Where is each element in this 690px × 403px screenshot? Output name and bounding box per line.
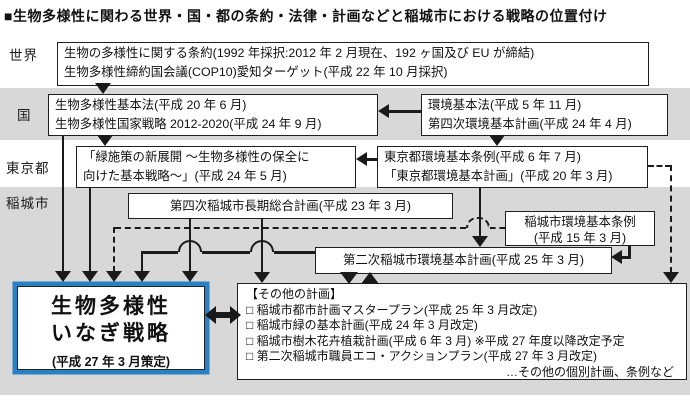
strategy-title-line1: 生物多様性: [51, 295, 171, 318]
inagi-ordinance-line1: 稲城市環境基本条例: [524, 215, 636, 229]
arrow-envplan-to-strategy-icon: [134, 271, 150, 282]
row-label-nation: 国: [17, 108, 32, 123]
line-nation-to-strategy: [61, 136, 64, 272]
arrow-tokyo-to-strategy-icon: [82, 271, 98, 282]
tokyo-green-policy-line1: 「緑施策の新展開 〜生物多様性の保全に: [83, 150, 310, 164]
other-plan-item: □ 稲城市都市計画マスタープラン(平成 25 年 3 月改定): [246, 302, 538, 317]
tokyo-environment-ordinance-box: 東京都環境基本条例(平成 6 年 7 月) 「東京都環境基本計画」(平成 20 …: [377, 146, 648, 188]
arrow-longterm-to-strategy-icon: [182, 271, 198, 282]
line-tokyo-ordinance-to-envplan: [478, 188, 481, 237]
other-plans-heading: 【その他の計画】: [246, 287, 343, 301]
arrow-inagi-ordinance-to-envplan-icon: [611, 250, 622, 264]
arrow-envlaw-to-biolaw-icon: [378, 104, 389, 118]
arrow-envlaw-to-tokyo-ordinance-icon: [489, 135, 505, 146]
other-plans-box: 【その他の計画】 □ 稲城市都市計画マスタープラン(平成 25 年 3 月改定)…: [237, 283, 687, 380]
double-arrow-right-icon: [230, 306, 241, 324]
row-label-tokyo: 東京都: [6, 161, 50, 176]
arrow-otherplans-to-envplan-icon: [361, 272, 379, 284]
other-plan-item: □ 稲城市樹木花卉植栽計画(平成 6 年 3 月) ※平成 27 年度以降改定予…: [246, 333, 625, 348]
diagram-title: ■生物多様性に関わる世界・国・都の条約・法律・計画などと稲城市における戦略の位置…: [4, 8, 608, 24]
line-envplan-down-to-strategy: [140, 251, 143, 272]
line-envplan-to-strategy-seg3: [274, 251, 315, 254]
tokyo-ordinance-line2: 「東京都環境基本計画」(平成 20 年 3 月): [384, 168, 613, 183]
dashed-line-down-to-strategy: [113, 227, 115, 272]
biodiversity-strategy-box: 生物多様性 いなぎ戦略 (平成 27 年 3 月策定): [17, 286, 205, 370]
strategy-date: (平成 27 年 3 月策定): [51, 354, 171, 369]
world-convention-box: 生物の多様性に関する条約(1992 年採択:2012 年 2 月現在、192 ヶ…: [57, 42, 649, 86]
arrow-tokyo-to-otherplans-icon: [663, 272, 679, 283]
dashed-line-tokyo-to-otherplans: [670, 165, 672, 273]
inagi-ordinance-line2: (平成 15 年 3 月): [533, 231, 627, 246]
world-convention-line1: 生物の多様性に関する条約(1992 年採択:2012 年 2 月現在、192 ヶ…: [64, 46, 535, 60]
other-plan-item: □ 第二次稲城市職員エコ・アクションプラン(平成 27 年 3 月改定): [246, 349, 597, 364]
arrow-nation-to-strategy-icon: [55, 271, 71, 282]
tokyo-green-policy-line2: 向けた基本戦略〜」(平成 24 年 5 月): [83, 168, 287, 183]
environment-law-line1: 環境基本法(平成 5 年 11 月): [428, 98, 582, 112]
world-convention-line2: 生物多様性締約国会議(COP10)愛知ターゲット(平成 22 年 10 月採択): [64, 64, 448, 79]
dashed-line-ordinance-to-strategy: [115, 227, 466, 229]
line-envplan-to-strategy-seg2: [202, 251, 250, 254]
arrow-ordinance-to-strategy-icon: [106, 271, 122, 282]
double-arrow-bar: [214, 312, 232, 318]
national-law-line1: 生物多様性基本法(平成 20 年 6 月): [55, 98, 247, 112]
national-environment-law-box: 環境基本法(平成 5 年 11 月) 第四次環境基本計画(平成 24 年 4 月…: [421, 94, 668, 136]
arrow-longterm-to-otherplans-icon: [254, 272, 270, 283]
inagi-longterm-plan-box: 第四次稲城市長期総合計画(平成 23 年 3 月): [128, 193, 453, 219]
line-inagi-ordinance-left: [621, 256, 631, 259]
row-label-world: 世界: [9, 48, 38, 63]
inagi-environment-ordinance-box: 稲城市環境基本条例 (平成 15 年 3 月): [505, 211, 655, 246]
arrow-tokyo-ordinance-to-green-policy-icon: [356, 152, 367, 166]
tokyo-ordinance-line1: 東京都環境基本条例(平成 6 年 7 月): [384, 150, 581, 164]
arrow-tokyo-ordinance-to-envplan-icon: [472, 236, 488, 247]
national-biodiversity-law-box: 生物多様性基本法(平成 20 年 6 月) 生物多様性国家戦略 2012-202…: [48, 94, 378, 136]
dashed-line-ordinance-stub: [490, 227, 505, 229]
national-law-line2: 生物多様性国家戦略 2012-2020(平成 24 年 9 月): [55, 116, 322, 131]
line-envplan-to-strategy-seg1: [142, 251, 178, 254]
other-plans-footer: …その他の個別計画、条例など: [505, 364, 674, 379]
double-arrow-left-icon: [205, 306, 216, 324]
line-tokyo-to-strategy: [88, 188, 91, 272]
strategy-title-line2: いなぎ戦略: [51, 322, 171, 346]
row-label-inagi: 稲城市: [6, 196, 50, 211]
inagi-environment-plan-box: 第二次稲城市環境基本計画(平成 25 年 3 月): [315, 247, 612, 274]
arrow-envplan-to-otherplans-icon: [340, 272, 358, 284]
dashed-line-hop: [466, 217, 490, 228]
arrow-world-to-nation-icon: [95, 83, 111, 94]
line-inagi-ordinance-down: [628, 246, 631, 259]
dashed-line-tokyo-right: [648, 165, 671, 167]
environment-law-line2: 第四次環境基本計画(平成 24 年 4 月): [428, 116, 632, 131]
other-plan-item: □ 稲城市緑の基本計画(平成 24 年 3 月改定): [246, 318, 478, 333]
tokyo-green-policy-box: 「緑施策の新展開 〜生物多様性の保全に 向けた基本戦略〜」(平成 24 年 5 …: [76, 146, 356, 188]
line-tokyo-ordinance-to-green-policy: [366, 158, 377, 161]
line-envlaw-to-biolaw: [388, 110, 421, 113]
arrow-nation-to-tokyo-icon: [97, 135, 113, 146]
